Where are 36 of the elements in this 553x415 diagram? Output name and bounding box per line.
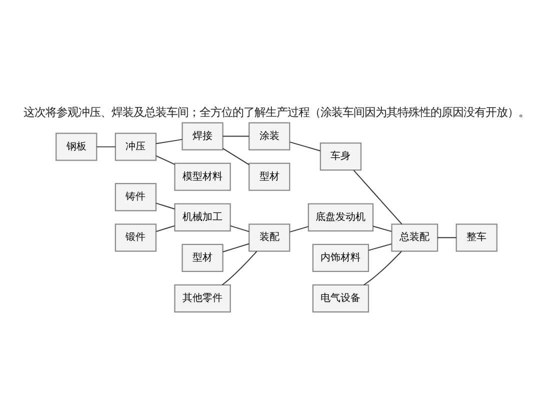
node-box: 冲压 [114,132,157,160]
node-box: 模型材料 [174,162,231,190]
node-box: 铸件 [114,182,157,211]
connector [156,224,176,232]
node-box: 型材 [248,162,290,190]
connector [437,236,457,238]
connector [353,169,402,224]
node-box: 焊接 [182,122,224,150]
connector [156,154,176,164]
node-box: 车身 [320,142,362,170]
connector [96,146,116,147]
connector [363,250,402,285]
node-box: 其他零件 [174,284,231,312]
connector [222,250,258,285]
node-box: 电气设备 [312,284,370,312]
node-box: 内饰材料 [312,243,370,272]
node-box: 机械加工 [174,202,231,231]
connector [289,141,321,151]
node-box: 底盘发动机 [308,202,374,231]
diagram-title: 这次将参观冲压、焊装及总装车间；全方位的了解生产过程（涂装车间因为其特殊性的原因没有开放）。 [24,106,530,119]
connector [289,226,309,232]
connector [230,224,250,232]
connector [156,202,176,209]
connector [372,225,392,232]
node-box: 锻件 [114,223,157,252]
connector [222,135,250,136]
connector [156,138,183,144]
node-box: 型材 [182,243,224,272]
node-box: 整车 [456,223,498,252]
connector [222,147,250,165]
connector [368,242,392,250]
connector [222,242,250,252]
node-box: 装配 [248,223,290,252]
node-box: 总装配 [391,223,438,252]
node-box: 涂装 [248,122,290,150]
node-box: 钢板 [56,132,98,160]
